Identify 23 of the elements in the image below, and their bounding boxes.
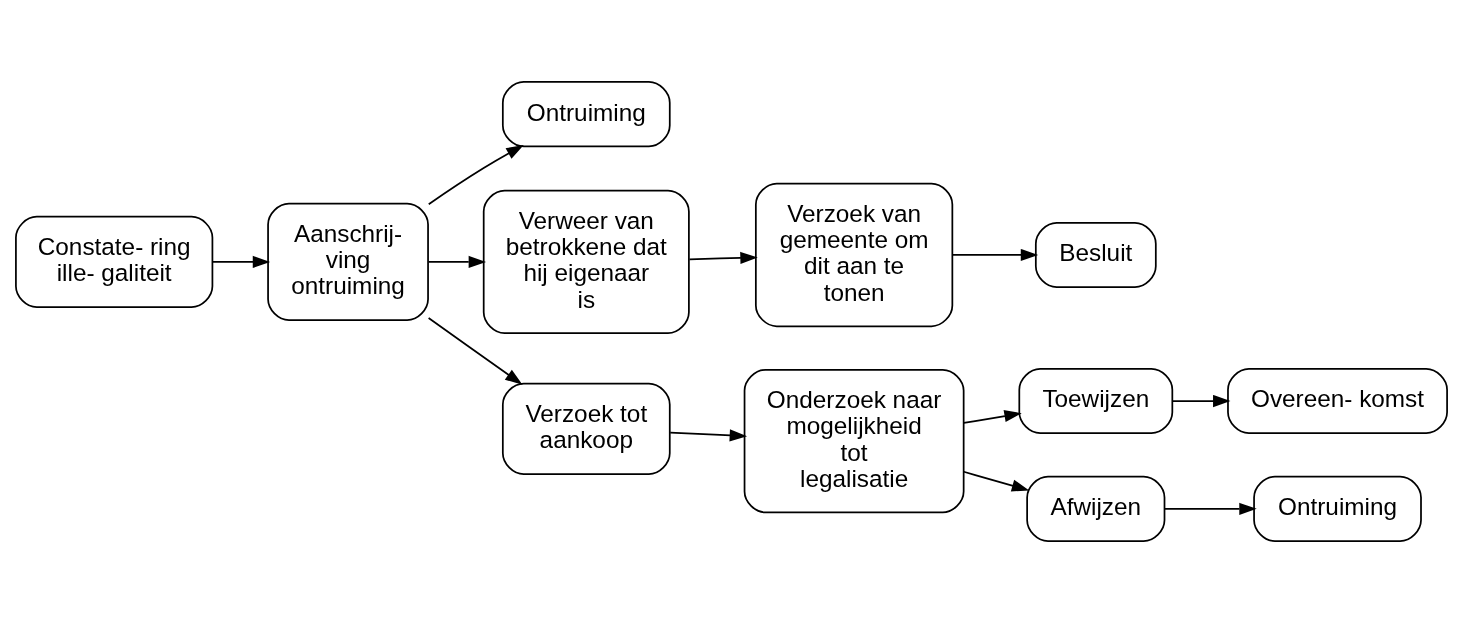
arrow xyxy=(1172,394,1231,408)
arrow xyxy=(669,429,748,442)
node-box: Constate- ring ille- galiteit xyxy=(15,215,214,308)
arrow xyxy=(427,317,523,385)
arrow xyxy=(688,251,758,264)
arrow xyxy=(427,145,524,206)
node-box: Toewijzen xyxy=(1018,368,1174,435)
node-box: Verzoek tot aankoop xyxy=(501,382,671,475)
node-box: Verzoek van gemeente om dit aan te tonen xyxy=(755,182,954,328)
node-box: Verweer van betrokkene dat hij eigenaar is xyxy=(482,189,690,335)
arrow xyxy=(427,255,487,269)
node-box: Onderzoek naar mogelijkheid tot legalisatie xyxy=(743,368,965,514)
arrow xyxy=(951,248,1039,262)
node-box: Overeen- komst xyxy=(1227,368,1448,435)
node-box: Besluit xyxy=(1034,221,1157,288)
arrow xyxy=(212,255,271,269)
arrow xyxy=(962,410,1022,424)
node-box: Ontruiming xyxy=(501,81,671,148)
node-box: Aanschrij- ving ontruiming xyxy=(267,202,429,322)
node-box: Afwijzen xyxy=(1026,475,1166,542)
arrow xyxy=(1163,502,1257,515)
arrow xyxy=(962,470,1030,492)
node-box: Ontruiming xyxy=(1253,475,1422,542)
